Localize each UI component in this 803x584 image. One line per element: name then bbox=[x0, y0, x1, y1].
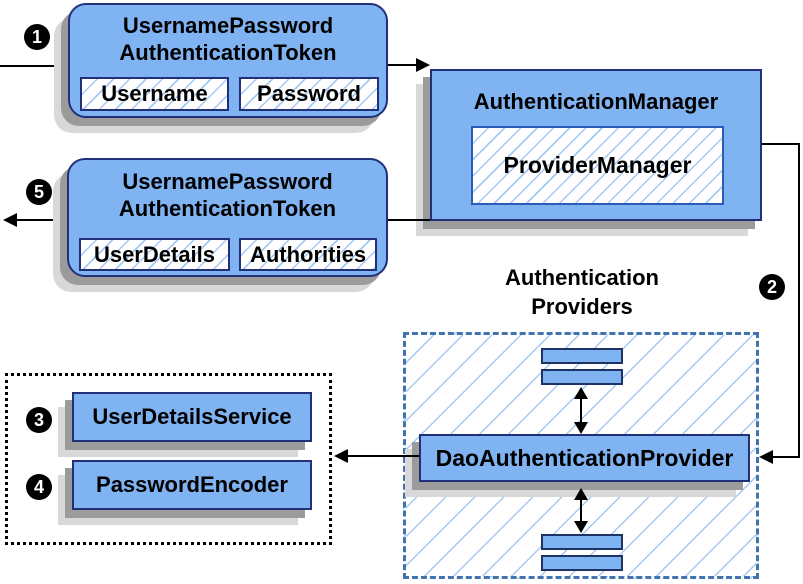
field-user-details: UserDetails bbox=[79, 238, 230, 271]
field-authorities: Authorities bbox=[239, 238, 377, 271]
connector-dao-to-bottom-bars bbox=[580, 497, 582, 523]
connector-manager-to-token bbox=[388, 219, 430, 221]
connector-dao-to-top-bars bbox=[580, 396, 582, 424]
provider-bar bbox=[541, 534, 623, 550]
provider-bar bbox=[541, 555, 623, 571]
arrowhead-right-icon bbox=[416, 58, 430, 72]
node-title-line2: AuthenticationToken bbox=[119, 40, 337, 65]
inner-provider-manager: ProviderManager bbox=[471, 126, 724, 205]
node-title-line1: UsernamePassword bbox=[122, 169, 333, 194]
node-title: UsernamePassword AuthenticationToken bbox=[70, 5, 386, 66]
arrowhead-left-icon bbox=[759, 450, 773, 464]
step-4-badge: 4 bbox=[26, 474, 52, 500]
arrowhead-down-icon bbox=[574, 422, 588, 434]
field-username: Username bbox=[80, 77, 229, 111]
node-authentication-manager: AuthenticationManager ProviderManager bbox=[430, 69, 762, 221]
arrowhead-left-icon bbox=[334, 449, 348, 463]
connector-step2-top bbox=[762, 143, 800, 145]
provider-bar bbox=[541, 369, 623, 385]
node-username-password-token-response: UsernamePassword AuthenticationToken Use… bbox=[67, 158, 388, 277]
connector-step2-bottom bbox=[773, 456, 800, 458]
node-user-details-service: UserDetailsService bbox=[72, 392, 312, 442]
arrowhead-up-icon bbox=[574, 488, 588, 500]
services-group-frame bbox=[5, 373, 332, 545]
node-password-encoder: PasswordEncoder bbox=[72, 460, 312, 510]
providers-label-line1: Authentication bbox=[505, 265, 659, 290]
step-2-badge: 2 bbox=[759, 274, 785, 300]
node-title-line2: AuthenticationToken bbox=[118, 196, 337, 221]
node-username-password-token-request: UsernamePassword AuthenticationToken Use… bbox=[68, 3, 388, 118]
provider-bar bbox=[541, 348, 623, 364]
connector-token-to-manager bbox=[388, 64, 418, 66]
connector-response-out bbox=[16, 219, 67, 221]
field-password: Password bbox=[239, 77, 379, 111]
node-title: AuthenticationManager bbox=[473, 89, 719, 114]
step-1-badge: 1 bbox=[24, 24, 50, 50]
step-3-badge: 3 bbox=[26, 407, 52, 433]
arrowhead-down-icon bbox=[574, 521, 588, 533]
connector-dao-to-services bbox=[348, 455, 419, 457]
node-dao-authentication-provider: DaoAuthenticationProvider bbox=[419, 434, 750, 482]
node-title: UsernamePassword AuthenticationToken bbox=[69, 160, 386, 222]
node-title-line1: UsernamePassword bbox=[122, 13, 334, 38]
providers-group-label: Authentication Providers bbox=[432, 263, 732, 321]
connector-request-in bbox=[0, 65, 68, 67]
arrowhead-up-icon bbox=[574, 387, 588, 399]
step-5-badge: 5 bbox=[26, 179, 52, 205]
connector-step2-vertical bbox=[798, 143, 800, 458]
providers-label-line2: Providers bbox=[531, 294, 633, 319]
arrowhead-left-icon bbox=[3, 213, 17, 227]
